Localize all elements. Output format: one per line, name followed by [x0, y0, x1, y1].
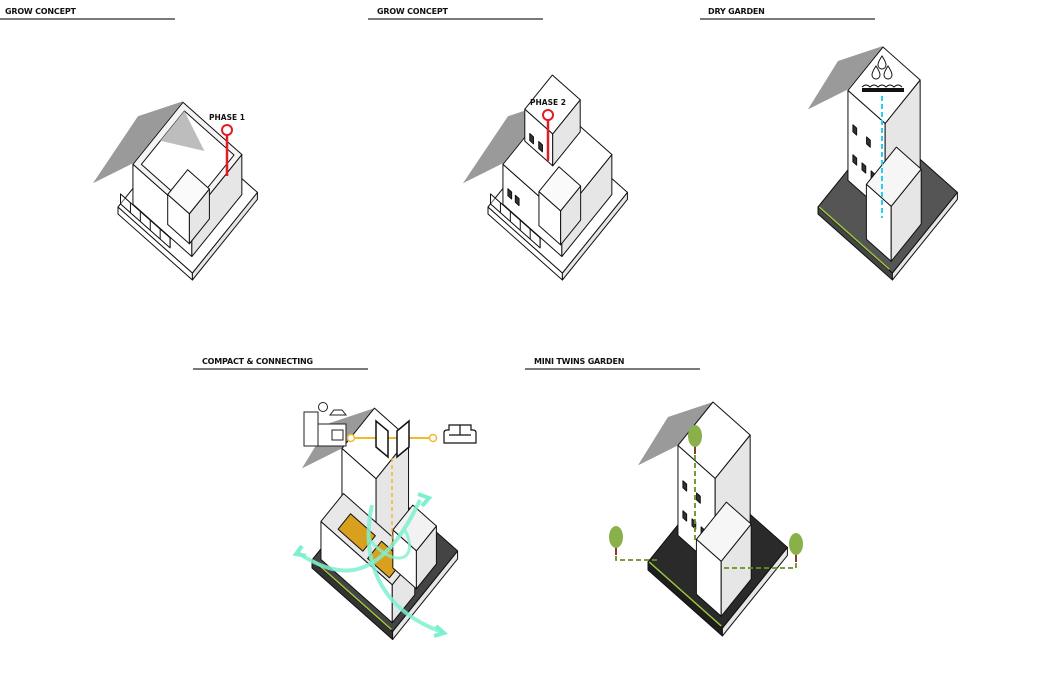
panel-title-mini-twins-garden: MINI TWINS GARDEN	[534, 357, 625, 366]
box-top-face	[865, 146, 922, 207]
window	[852, 154, 858, 166]
airflow-arrow	[368, 529, 412, 560]
sofa	[443, 424, 477, 444]
tree-crown	[688, 425, 702, 447]
door-panel	[396, 419, 410, 459]
box-top-face	[538, 166, 582, 212]
box-top-face	[695, 501, 752, 562]
window	[682, 480, 688, 492]
cast-shadow	[637, 402, 713, 466]
title-underline	[700, 18, 875, 20]
soil-line	[861, 84, 903, 88]
phase-1-pin	[221, 124, 233, 176]
water-drop	[877, 55, 887, 70]
tree-crown	[609, 526, 623, 548]
garden-strip	[818, 206, 890, 270]
title-underline	[193, 368, 368, 370]
window	[507, 188, 513, 200]
airflow-arrow	[296, 499, 422, 573]
window	[861, 162, 867, 174]
kitchen-icon	[303, 402, 348, 447]
sofa-icon	[443, 424, 477, 444]
pin-head-icon	[542, 109, 554, 121]
window	[682, 510, 688, 522]
panel-title-compact-connecting: COMPACT & CONNECTING	[202, 357, 313, 366]
title-underline	[368, 18, 543, 20]
house-phase-1	[92, 101, 258, 281]
interior-shadow	[160, 111, 205, 152]
panel-title-dry-garden: DRY GARDEN	[708, 7, 765, 16]
connection-node	[346, 433, 356, 443]
phase-2-label: PHASE 2	[530, 98, 566, 107]
airflow-arrow	[366, 504, 443, 634]
airflow-arrows	[292, 492, 449, 638]
door-panel	[375, 419, 389, 459]
pin-head-icon	[221, 124, 233, 136]
arrow-head	[417, 492, 433, 508]
water-drop	[871, 65, 881, 80]
tree-icon	[609, 526, 623, 555]
tree-icon	[688, 425, 702, 454]
tree-icon	[789, 533, 803, 562]
window	[866, 136, 871, 148]
arrow-head	[433, 624, 449, 638]
cast-shadow	[807, 46, 883, 110]
phase-1-label: PHASE 1	[209, 113, 245, 122]
panel-title-grow-concept-2: GROW CONCEPT	[377, 7, 448, 16]
window	[538, 141, 543, 153]
cast-shadow	[92, 101, 183, 184]
garden-link-line	[722, 563, 797, 569]
title-underline	[0, 18, 175, 20]
clock	[318, 402, 328, 412]
box-top-face	[524, 74, 581, 135]
tree-crown	[789, 533, 803, 555]
house-phase-2	[462, 74, 628, 281]
sliding-door-icon	[375, 419, 410, 459]
box-top-face	[167, 169, 210, 215]
garden-link-line	[615, 556, 660, 561]
window	[514, 194, 520, 207]
box-top-face	[677, 401, 751, 479]
window	[529, 133, 534, 145]
garden-strip	[648, 561, 722, 627]
rain-cloud-icon	[861, 55, 904, 92]
wood-floor	[337, 513, 376, 552]
house-dry-garden	[807, 46, 958, 281]
window	[852, 124, 858, 136]
range-hood	[328, 409, 348, 416]
connection-node	[428, 433, 438, 443]
phase-2-pin	[542, 109, 554, 161]
house-mini-twins-garden	[637, 401, 788, 637]
water-drop	[883, 65, 893, 80]
fridge	[303, 411, 319, 447]
panel-title-grow-concept-1: GROW CONCEPT	[5, 7, 76, 16]
title-underline	[525, 368, 700, 370]
arrow-head	[292, 544, 307, 558]
garden-strip	[312, 559, 392, 630]
oven	[331, 429, 344, 441]
soil-base	[862, 88, 904, 92]
window	[696, 492, 701, 504]
